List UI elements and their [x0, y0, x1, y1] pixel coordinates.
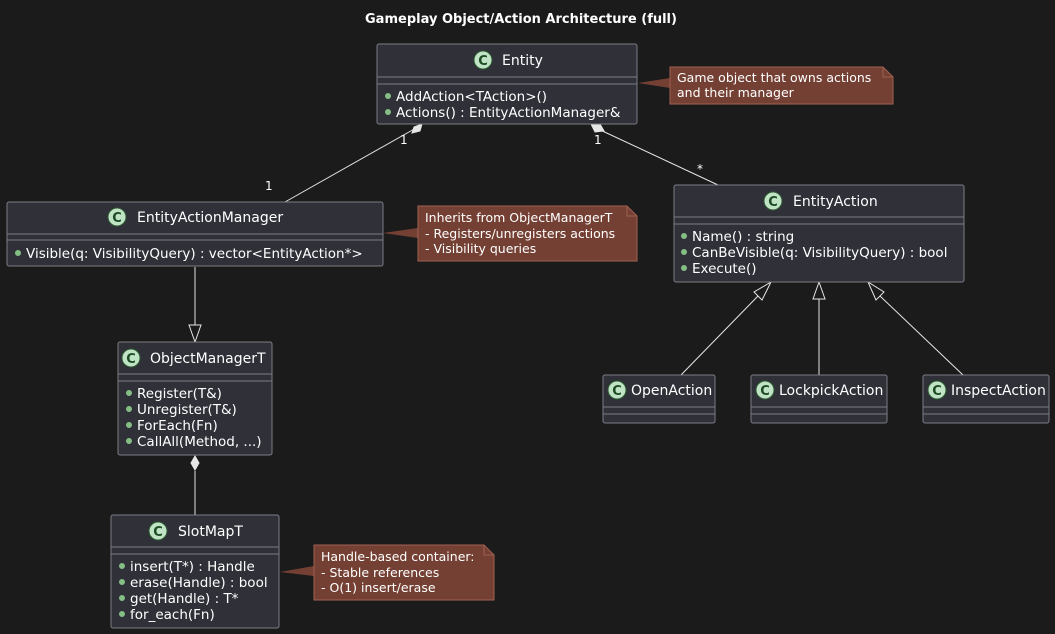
note-line: - Stable references: [321, 565, 439, 580]
composition-diamond: [590, 123, 605, 133]
class-member: for_each(Fn): [130, 607, 215, 623]
svg-text:C: C: [760, 384, 770, 399]
note-line: - Visibility queries: [425, 241, 536, 256]
relation-entity-manager: 1 1: [265, 123, 423, 203]
class-badge-icon: [148, 521, 168, 541]
note-entity: Game object that owns actions and their …: [669, 66, 894, 105]
public-member-icon: [119, 579, 125, 585]
class-inspect-action: C InspectAction: [922, 374, 1050, 424]
class-entity-action-manager: C EntityActionManager Visible(q: Visibil…: [6, 201, 384, 267]
mult-entity-side: 1: [400, 133, 408, 147]
class-name: InspectAction: [951, 383, 1046, 399]
svg-text:C: C: [478, 54, 488, 69]
relation-entity-action: 1 *: [590, 123, 719, 186]
inheritance-arrow: [866, 280, 885, 301]
public-member-icon: [385, 109, 391, 115]
class-member: CanBeVisible(q: VisibilityQuery) : bool: [692, 245, 947, 261]
class-member: CallAll(Method, ...): [137, 434, 262, 450]
class-member: insert(T*) : Handle: [130, 559, 255, 575]
composition-diamond: [411, 123, 423, 134]
class-open-action: C OpenAction: [602, 374, 716, 424]
class-name: SlotMapT: [178, 524, 243, 540]
public-member-icon: [15, 250, 21, 256]
svg-text:C: C: [126, 352, 136, 367]
public-member-icon: [681, 233, 687, 239]
class-name: LockpickAction: [779, 383, 883, 399]
note-line: Inherits from ObjectManagerT: [425, 210, 613, 225]
diagram-title: Gameplay Object/Action Architecture (ful…: [365, 12, 677, 27]
public-member-icon: [119, 595, 125, 601]
class-member: AddAction<TAction>(): [396, 89, 547, 105]
note-connector: [383, 228, 418, 238]
class-member: Visible(q: VisibilityQuery) : vector<Ent…: [26, 246, 363, 262]
svg-text:C: C: [112, 211, 122, 226]
composition-objectmanager-slotmap: [190, 454, 200, 515]
class-entity-action: C EntityAction Name() : string CanBeVisi…: [673, 184, 965, 283]
mult-action-side: *: [697, 162, 703, 176]
inheritance-arrow: [188, 324, 202, 344]
class-badge-icon: [607, 380, 627, 400]
note-entity-action-manager: Inherits from ObjectManagerT - Registers…: [417, 205, 638, 262]
public-member-icon: [126, 390, 132, 396]
class-member: Actions() : EntityActionManager&: [396, 105, 621, 121]
note-connector: [280, 566, 314, 576]
public-member-icon: [126, 406, 132, 412]
inheritance-arrow: [812, 280, 826, 300]
public-member-icon: [681, 249, 687, 255]
mult-entity-side: 1: [594, 133, 602, 147]
generalization-lockpick-action: [812, 280, 826, 375]
note-slot-map: Handle-based container: - Stable referen…: [313, 544, 495, 601]
class-member: Execute(): [692, 261, 757, 277]
public-member-icon: [119, 563, 125, 569]
svg-text:C: C: [612, 384, 622, 399]
generalization-manager-objectmanager: [188, 267, 202, 344]
class-member: erase(Handle) : bool: [130, 575, 268, 591]
public-member-icon: [126, 422, 132, 428]
class-lockpick-action: C LockpickAction: [750, 374, 888, 424]
note-line: - O(1) insert/erase: [321, 580, 436, 595]
note-line: and their manager: [677, 85, 795, 100]
composition-diamond: [190, 454, 200, 472]
note-line: Game object that owns actions: [677, 70, 871, 85]
svg-text:C: C: [153, 525, 163, 540]
class-badge-icon: [755, 380, 775, 400]
class-slot-map: C SlotMapT insert(T*) : Handle erase(Han…: [110, 514, 280, 629]
svg-text:C: C: [768, 195, 778, 210]
class-badge-icon: [121, 348, 141, 368]
class-entity: C Entity AddAction<TAction>() Actions() …: [376, 43, 638, 125]
public-member-icon: [126, 438, 132, 444]
class-badge-icon: [107, 207, 127, 227]
class-name: EntityActionManager: [137, 210, 283, 226]
class-name: OpenAction: [631, 383, 712, 399]
mult-manager-side: 1: [265, 179, 273, 193]
note-connector: [638, 78, 670, 88]
generalization-inspect-action: [866, 280, 964, 376]
class-name: EntityAction: [793, 194, 878, 210]
inheritance-arrow: [753, 280, 773, 301]
class-object-manager: C ObjectManagerT Register(T&) Unregister…: [117, 341, 273, 456]
svg-text:C: C: [932, 384, 942, 399]
class-member: Unregister(T&): [137, 402, 237, 418]
public-member-icon: [119, 611, 125, 617]
note-line: - Registers/unregisters actions: [425, 226, 615, 241]
class-badge-icon: [473, 50, 493, 70]
class-badge-icon: [927, 380, 947, 400]
class-member: ForEach(Fn): [137, 418, 218, 434]
public-member-icon: [681, 265, 687, 271]
class-name: Entity: [502, 53, 543, 69]
generalization-open-action: [680, 280, 773, 376]
note-line: Handle-based container:: [321, 549, 475, 564]
class-member: Register(T&): [137, 386, 222, 402]
class-member: get(Handle) : T*: [130, 591, 239, 607]
class-member: Name() : string: [692, 229, 794, 245]
class-name: ObjectManagerT: [150, 351, 266, 367]
class-badge-icon: [763, 191, 783, 211]
public-member-icon: [385, 93, 391, 99]
